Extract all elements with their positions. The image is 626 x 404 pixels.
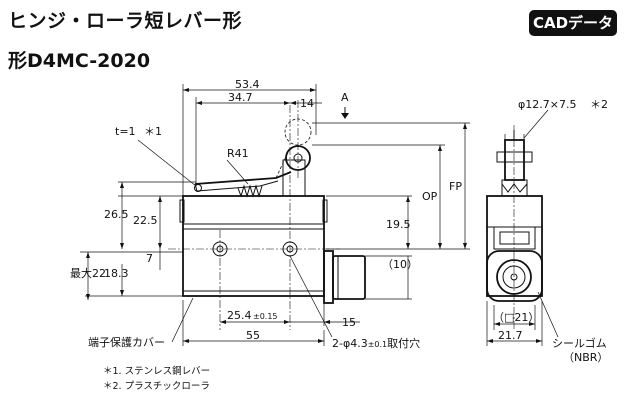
side-roller <box>504 139 525 181</box>
dim-15: 15 <box>342 316 356 329</box>
view-a-label: A <box>341 91 349 104</box>
dim-53-4: 53.4 <box>235 78 260 91</box>
lever-thickness: t=1 <box>115 125 136 138</box>
seal-rubber-label: シールゴム <box>552 336 607 350</box>
dim-14: 14 <box>300 97 314 110</box>
note-2: ＊2. プラスチックローラ <box>103 381 210 392</box>
cad-data-button[interactable]: CADデータ <box>529 10 617 36</box>
dim-25-4: 25.4 <box>227 309 252 322</box>
dim-22-5: 22.5 <box>133 214 158 227</box>
note-1: ＊1. ステンレス鋼レバー <box>103 366 211 377</box>
dim-34-7: 34.7 <box>228 91 253 104</box>
mounting-hole-label: 2-φ4.3±0.1取付穴 <box>332 336 420 350</box>
product-title: ヒンジ・ローラ短レバー形 <box>8 10 243 32</box>
terminal-cover-label: 端子保護カバー <box>88 335 165 349</box>
dim-26-5: 26.5 <box>104 208 129 221</box>
dim-19-5: 19.5 <box>386 218 411 231</box>
dim-op: OP <box>422 190 438 203</box>
radius-r41: R41 <box>227 147 249 160</box>
dim-max-22: 最大22 <box>70 266 106 280</box>
roller-size: φ12.7×7.5 <box>518 98 576 111</box>
dim-fp: FP <box>449 180 462 193</box>
dim-25-4-tol: ±0.15 <box>253 312 278 321</box>
front-dimensions: 53.4 34.7 14 A t=1 ＊1 R41 OP FP <box>70 78 470 350</box>
side-body <box>486 195 543 297</box>
side-boot <box>486 250 543 302</box>
front-view <box>168 100 366 330</box>
seal-material: （NBR） <box>563 351 608 364</box>
lever-note-mark: ＊1 <box>144 125 162 138</box>
dim-18-3: 18.3 <box>104 267 129 280</box>
dim-21-7: 21.7 <box>498 329 523 342</box>
model-number: 形D4MC-2020 <box>8 50 151 72</box>
side-view: φ12.7×7.5 ＊2 （□21） 21.7 シールゴム （NBR） <box>486 98 608 364</box>
seal-boot <box>323 250 334 304</box>
dim-7: 7 <box>146 252 153 265</box>
dim-10: （10） <box>382 258 418 271</box>
dim-square-21: （□21） <box>493 311 539 324</box>
roller-note-mark: ＊2 <box>590 98 608 111</box>
dim-55: 55 <box>246 329 260 342</box>
